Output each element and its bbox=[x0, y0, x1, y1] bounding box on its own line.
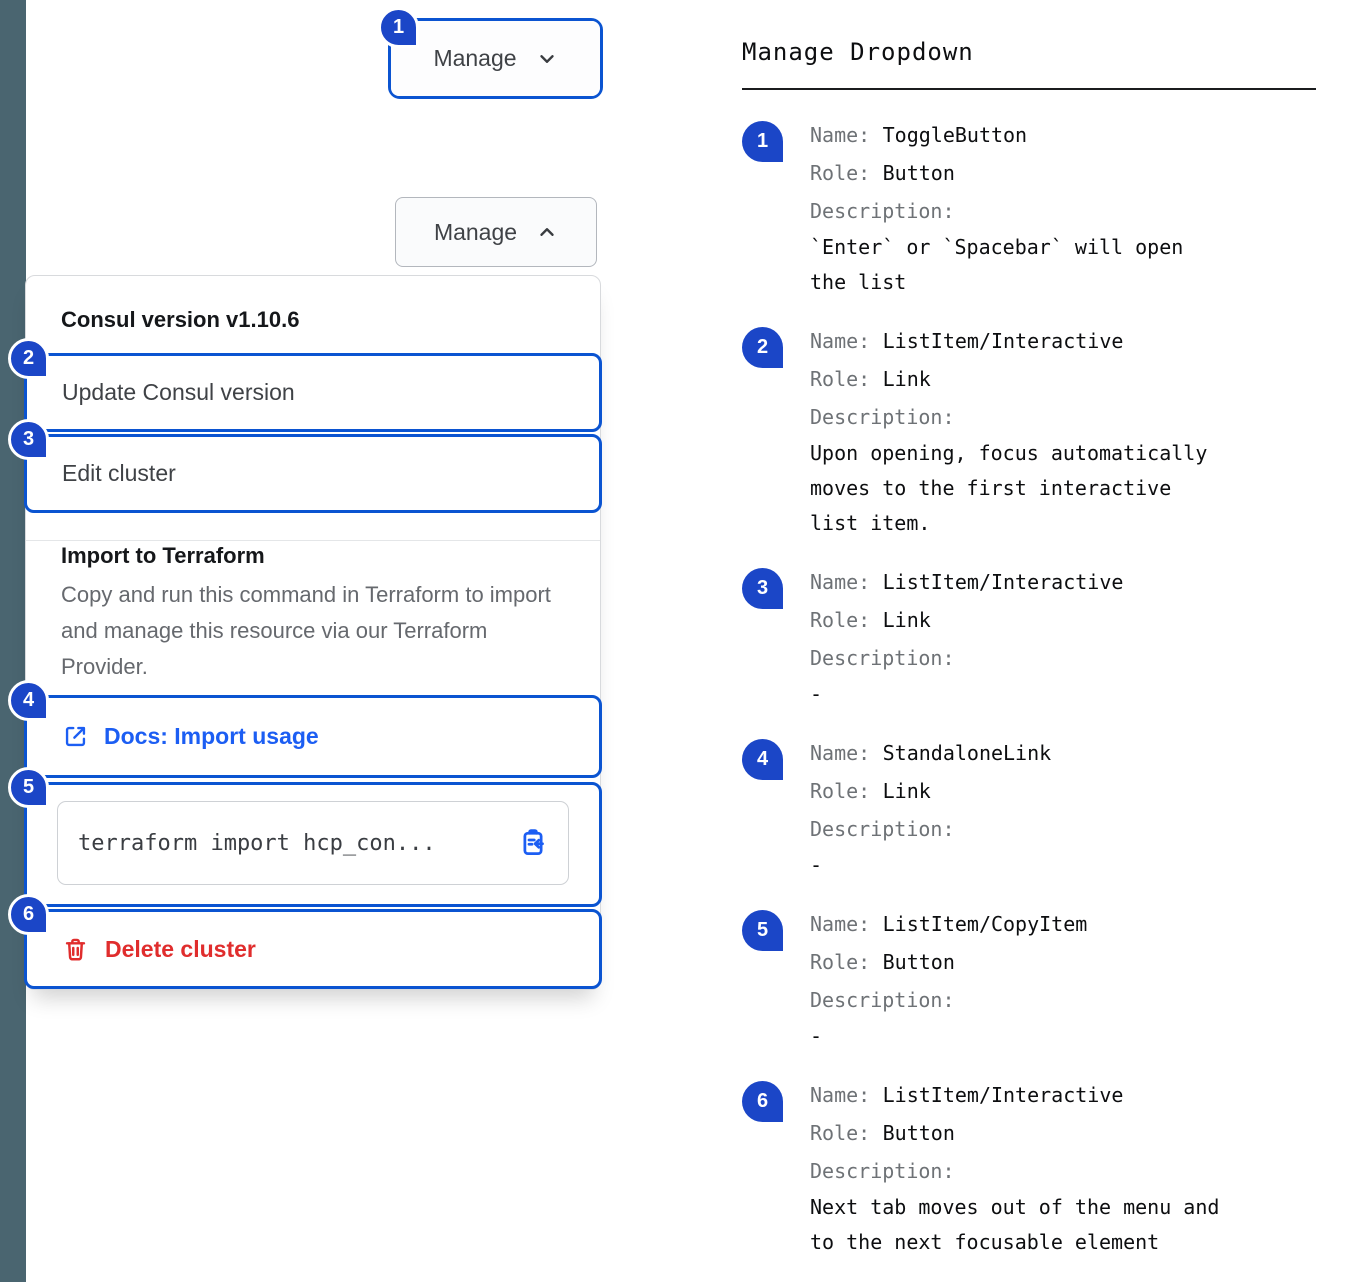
description-label: Description: bbox=[810, 817, 955, 841]
consul-version-label: Consul version v1.10.6 bbox=[61, 307, 300, 332]
role-label: Role: bbox=[810, 1121, 871, 1145]
role-value: Link bbox=[882, 608, 931, 632]
legend-item-6: 6 Name:ListItem/Interactive Role:Button … bbox=[742, 1076, 1322, 1260]
menu-item-edit-cluster[interactable]: Edit cluster bbox=[27, 437, 599, 510]
legend-item-2: 2 Name: ListItem/Interactive Role: Link De… bbox=[742, 322, 1322, 541]
role-value: Button bbox=[882, 1121, 955, 1145]
import-section-description: Copy and run this command in Terraform t… bbox=[61, 582, 551, 679]
name-label: Name: bbox=[810, 123, 871, 147]
docs-import-usage-link[interactable]: Docs: Import usage bbox=[27, 723, 599, 750]
legend-item-4: 4 Name: StandaloneLink Role: Link Descript… bbox=[742, 734, 1322, 883]
role-label: Role: bbox=[810, 779, 871, 803]
update-consul-version-label: Update Consul version bbox=[62, 379, 295, 405]
legend-items: 1 Name: ToggleButton Role: Button Descript… bbox=[742, 116, 1322, 1260]
terraform-command-text: terraform import hcp_con... bbox=[78, 830, 436, 856]
name-value: ListItem/Interactive bbox=[882, 570, 1124, 594]
role-value: Button bbox=[882, 161, 955, 185]
annotation-badge-3: 3 bbox=[8, 419, 49, 460]
manage-open-button[interactable]: Manage bbox=[395, 197, 597, 267]
legend-item-5: 5 Name: ListItem/CopyItem Role: Button Des… bbox=[742, 905, 1322, 1054]
clipboard-copy-icon bbox=[518, 828, 548, 858]
legend-badge-5: 5 bbox=[742, 910, 783, 951]
role-value: Button bbox=[882, 950, 955, 974]
annotation-legend: Manage Dropdown 1 Name: ToggleButton Role… bbox=[742, 38, 1322, 1282]
description-label: Description: bbox=[810, 405, 955, 429]
menu-item-update-consul-version[interactable]: Update Consul version bbox=[27, 356, 599, 429]
update-consul-version-annotation: Update Consul version bbox=[24, 353, 602, 432]
description-value: `Enter` or `Spacebar` will open the list bbox=[810, 235, 1184, 294]
name-label: Name: bbox=[810, 570, 871, 594]
name-label: Name: bbox=[810, 912, 871, 936]
manage-dropdown-menu: Consul version v1.10.6 Update Consul ver… bbox=[24, 275, 602, 990]
legend-badge-3: 3 bbox=[742, 568, 783, 609]
chevron-up-icon bbox=[536, 221, 558, 243]
menu-divider bbox=[26, 540, 600, 541]
annotation-badge-2: 2 bbox=[8, 338, 49, 379]
menu-item-delete-cluster[interactable]: Delete cluster bbox=[27, 912, 599, 986]
docs-link-annotation: Docs: Import usage bbox=[24, 695, 602, 778]
role-label: Role: bbox=[810, 950, 871, 974]
role-label: Role: bbox=[810, 367, 871, 391]
description-label: Description: bbox=[810, 199, 955, 223]
copy-command-annotation: terraform import hcp_con... bbox=[24, 782, 602, 907]
name-label: Name: bbox=[810, 741, 871, 765]
copy-command-button[interactable] bbox=[518, 828, 548, 858]
docs-import-usage-label: Docs: Import usage bbox=[104, 723, 319, 749]
description-value: - bbox=[810, 853, 823, 877]
manage-open-label: Manage bbox=[433, 218, 518, 245]
role-label: Role: bbox=[810, 161, 871, 185]
description-value: Next tab moves out of the menu and to th… bbox=[810, 1195, 1220, 1254]
role-value: Link bbox=[882, 367, 931, 391]
name-value: StandaloneLink bbox=[882, 741, 1052, 765]
edit-cluster-label: Edit cluster bbox=[62, 460, 176, 486]
legend-badge-6: 6 bbox=[742, 1081, 783, 1122]
description-value: Upon opening, focus automatically moves … bbox=[810, 441, 1208, 535]
edit-cluster-annotation: Edit cluster bbox=[24, 434, 602, 513]
sidebar-strip bbox=[0, 0, 26, 1282]
role-value: Link bbox=[882, 779, 931, 803]
terraform-command-copy-field[interactable]: terraform import hcp_con... bbox=[57, 801, 569, 885]
description-value: - bbox=[810, 682, 823, 706]
delete-cluster-label: Delete cluster bbox=[105, 935, 256, 962]
annotation-badge-1: 1 bbox=[378, 7, 419, 48]
name-label: Name: bbox=[810, 329, 871, 353]
legend-rule bbox=[742, 88, 1316, 90]
legend-title: Manage Dropdown bbox=[742, 38, 974, 66]
import-section-title: Import to Terraform bbox=[61, 543, 265, 568]
name-value: ListItem/Interactive bbox=[882, 329, 1124, 353]
annotation-badge-5: 5 bbox=[8, 767, 49, 808]
name-label: Name: bbox=[810, 1083, 871, 1107]
manage-toggle-label: Manage bbox=[433, 45, 517, 71]
legend-badge-4: 4 bbox=[742, 739, 783, 780]
legend-item-3: 3 Name: ListItem/Interactive Role: Link De… bbox=[742, 563, 1322, 712]
delete-cluster-annotation: Delete cluster bbox=[24, 909, 602, 989]
manage-toggle-annotation: 1 Manage bbox=[378, 7, 603, 99]
role-label: Role: bbox=[810, 608, 871, 632]
description-label: Description: bbox=[810, 646, 955, 670]
name-value: ListItem/CopyItem bbox=[882, 912, 1088, 936]
annotation-badge-6: 6 bbox=[8, 894, 49, 935]
legend-item-1: 1 Name: ToggleButton Role: Button Descript… bbox=[742, 116, 1322, 300]
legend-badge-1: 1 bbox=[742, 121, 783, 162]
description-value: - bbox=[810, 1024, 823, 1048]
name-value: ListItem/Interactive bbox=[882, 1083, 1124, 1107]
manage-toggle-button[interactable]: Manage bbox=[391, 21, 600, 96]
description-label: Description: bbox=[810, 1159, 955, 1183]
trash-icon bbox=[62, 936, 89, 963]
chevron-down-icon bbox=[536, 48, 558, 70]
external-link-icon bbox=[62, 723, 89, 750]
legend-badge-2: 2 bbox=[742, 327, 783, 368]
annotation-badge-4: 4 bbox=[8, 680, 49, 721]
name-value: ToggleButton bbox=[882, 123, 1028, 147]
description-label: Description: bbox=[810, 988, 955, 1012]
